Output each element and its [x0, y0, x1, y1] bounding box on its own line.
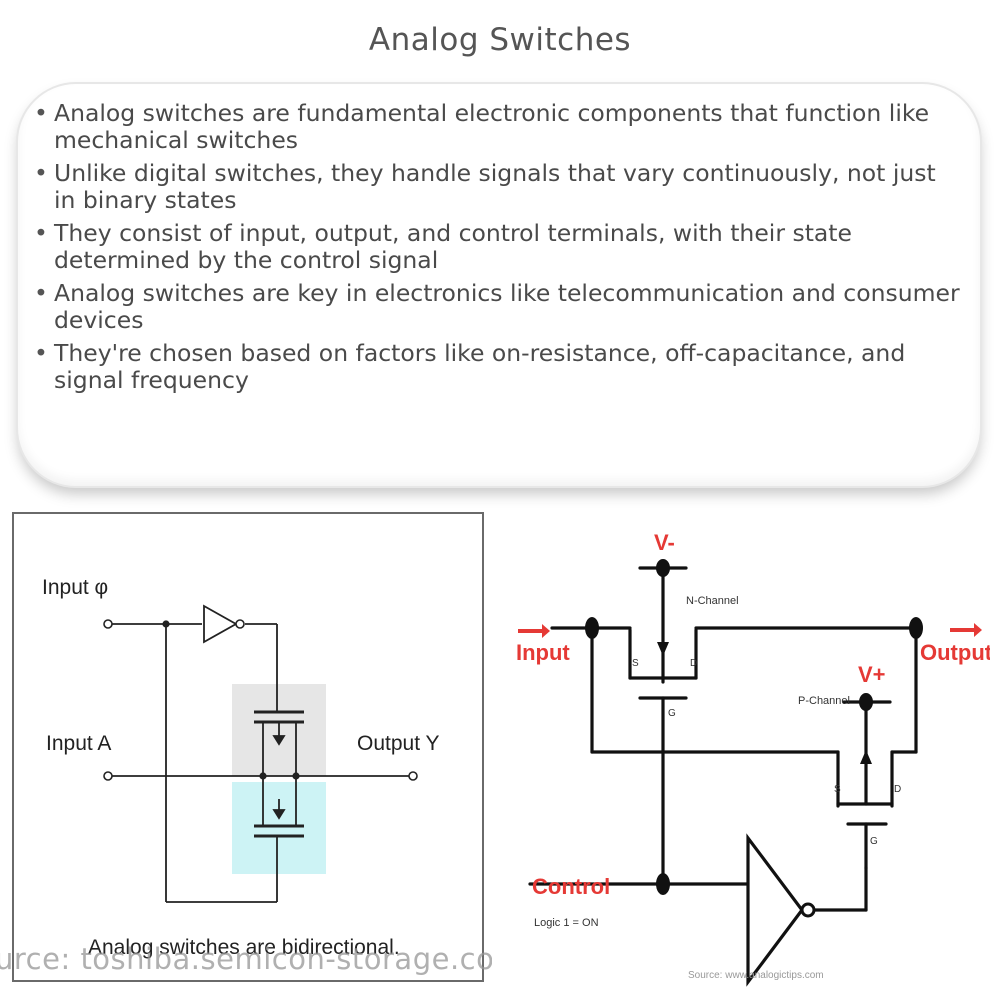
control-label: Control — [532, 874, 610, 899]
n-gate-label: G — [668, 708, 676, 719]
n-drain-label: D — [690, 658, 697, 669]
cmos-switch-schematic: V- V+ N-Channel P-Channel Input Output C… — [516, 530, 990, 987]
n-channel-label: N-Channel — [686, 595, 739, 607]
bullet-item: Analog switches are key in electronics l… — [32, 280, 962, 334]
input-arrow-icon — [518, 624, 550, 638]
source-watermark-text: urce: toshiba.semicon-storage.co — [0, 942, 492, 976]
p-channel-label: P-Channel — [798, 695, 850, 707]
p-source-label: S — [834, 784, 841, 795]
bullet-item: They consist of input, output, and contr… — [32, 220, 962, 274]
left-figure-panel: Input φ Input A Output Y Analog switches… — [12, 512, 484, 982]
input-phi-label: Input φ — [42, 576, 108, 599]
nmos-highlight — [232, 782, 326, 874]
output-arrow-icon — [950, 623, 982, 637]
bullet-item: They're chosen based on factors like on-… — [32, 340, 962, 394]
figure-caption: Analog switches are bidirectional. — [88, 936, 400, 959]
source-watermark: urce: toshiba.semicon-storage.co — [0, 942, 492, 982]
bullet-item: Unlike digital switches, they handle sig… — [32, 160, 962, 214]
p-drain-label: D — [894, 784, 901, 795]
v-minus-label: V- — [654, 530, 675, 555]
logic-label: Logic 1 = ON — [534, 917, 599, 929]
page-title: Analog Switches — [368, 22, 632, 58]
input-a-label: Input A — [46, 732, 111, 755]
bullet-list: Analog switches are fundamental electron… — [32, 100, 962, 400]
bullet-item: Analog switches are fundamental electron… — [32, 100, 962, 154]
right-source-label: Source: www.analogictips.com — [688, 970, 824, 981]
input-label: Input — [516, 640, 570, 665]
output-y-label: Output Y — [357, 732, 440, 755]
p-gate-label: G — [870, 836, 878, 847]
output-label: Output — [920, 640, 990, 665]
bidirectional-switch-diagram: Input φ Input A Output Y Analog switches… — [42, 576, 440, 959]
n-source-label: S — [632, 658, 639, 669]
v-plus-label: V+ — [858, 662, 886, 687]
